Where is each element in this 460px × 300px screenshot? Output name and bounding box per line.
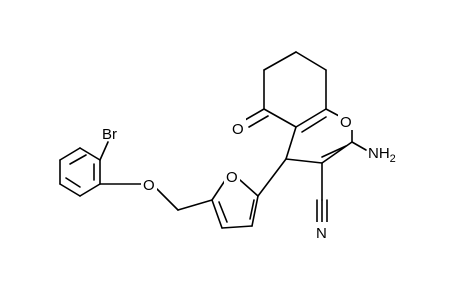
bond-ketone-2 [248, 115, 269, 128]
furan-ring [211, 178, 259, 229]
bond-c-br [99, 141, 109, 161]
cyclohexanone-ring [263, 51, 327, 128]
atom-o-furan: O [226, 169, 238, 186]
amino-subscript: 2 [390, 153, 396, 165]
atom-o-phenoxy: O [143, 177, 155, 194]
bond-ketone-1 [244, 108, 265, 121]
bromophenyl-ring [59, 147, 101, 197]
pyran-ring [285, 108, 353, 164]
amino-label: NH [368, 145, 390, 162]
atom-n-nitrile: N [316, 225, 327, 242]
bond-o-ch2 [156, 188, 179, 211]
atom-o-ketone: O [232, 121, 244, 138]
atom-o-pyran: O [340, 114, 352, 131]
bond-furan-c4 [257, 158, 287, 197]
bond-c-nh2 [351, 141, 367, 151]
atom-br: Br [102, 126, 117, 143]
atom-amino: NH2 [368, 145, 396, 165]
bond-ch2-furan [177, 199, 213, 211]
